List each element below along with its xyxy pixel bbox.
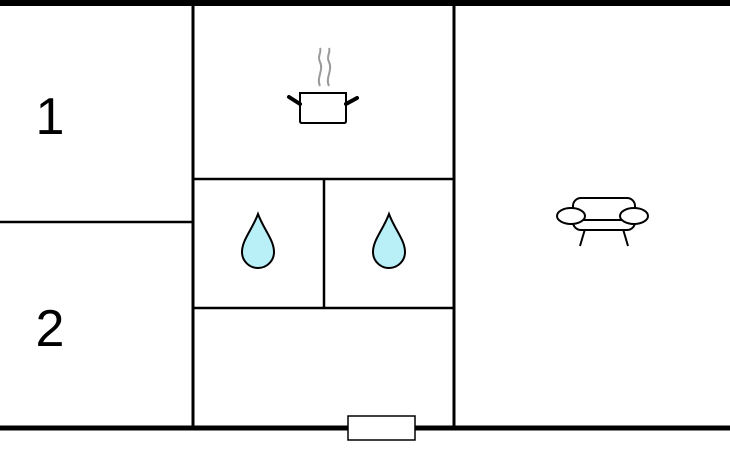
- pot-handle-right: [344, 96, 359, 106]
- walls: [0, 0, 730, 431]
- water-drop-icon: [240, 211, 276, 269]
- pot-body: [299, 92, 347, 124]
- sofa-arm-left: [556, 207, 586, 225]
- door-mat-icon: [347, 415, 416, 441]
- pot-handle-left: [287, 95, 302, 106]
- steam-line-1: [317, 47, 323, 87]
- room-label-2: 2: [36, 300, 65, 358]
- water-drop-icon: [371, 211, 407, 269]
- cooking-pot-icon: [287, 47, 359, 124]
- sofa-leg-left: [579, 228, 586, 247]
- sofa-arm-right: [619, 207, 649, 225]
- sofa-icon: [556, 197, 649, 247]
- steam-line-2: [326, 47, 332, 87]
- sofa-leg-right: [622, 228, 629, 247]
- room-label-1: 1: [36, 88, 65, 146]
